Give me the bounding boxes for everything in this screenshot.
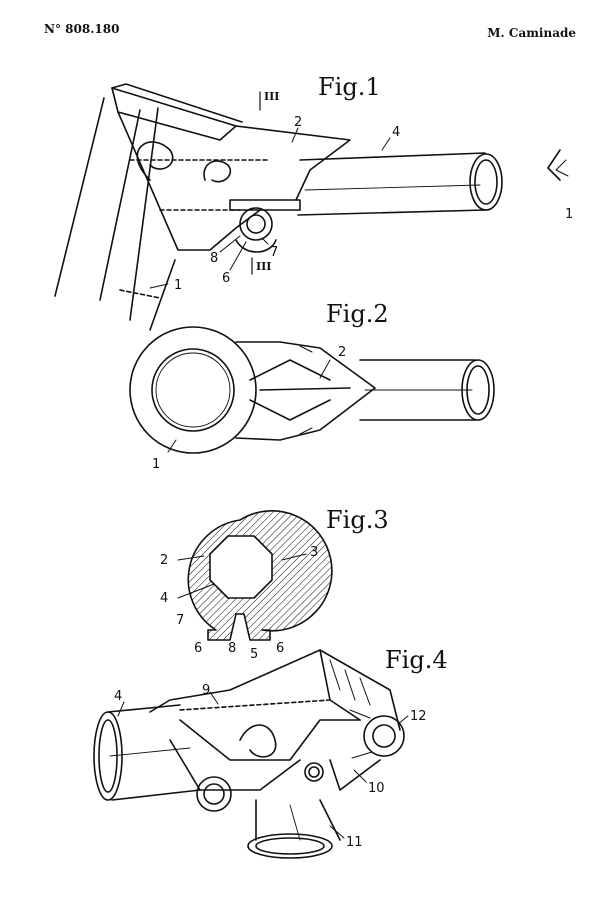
sheet-header: N° 808.180 M. Caminade xyxy=(0,0,600,60)
fig3-ref-6-left: 6 xyxy=(194,641,202,656)
fig4-ref-9: 9 xyxy=(202,683,210,698)
fig4-ref-4: 4 xyxy=(114,689,122,704)
fig4-down-tube xyxy=(247,799,341,859)
edge-fragment: 1 xyxy=(547,149,573,222)
fig2-top-tube xyxy=(359,359,495,421)
fig1-ref-8: 8 xyxy=(210,251,218,266)
inventor-name: M. Caminade xyxy=(487,26,576,40)
fig4-lug xyxy=(149,649,401,791)
fig1-lug xyxy=(111,83,351,251)
fig1-seat-tube xyxy=(54,97,176,331)
fig3-ref-7: 7 xyxy=(176,613,184,628)
fig2-ref-2: 2 xyxy=(338,345,346,360)
fig4-ref-10: 10 xyxy=(368,781,385,796)
fig4-top-tube xyxy=(93,704,201,801)
figure-4: Fig.4 xyxy=(93,646,448,859)
fig4-ref-12: 12 xyxy=(410,709,427,724)
fig2-label: Fig.2 xyxy=(326,300,389,328)
fig3-ref-8: 8 xyxy=(228,641,236,656)
fig3-ref-6-right: 6 xyxy=(276,641,284,656)
fig3-ref-3: 3 xyxy=(310,545,318,560)
fig1-top-tube xyxy=(297,152,503,216)
fig3-label: Fig.3 xyxy=(326,506,389,534)
fig1-ref-2: 2 xyxy=(294,115,302,130)
patent-number: N° 808.180 xyxy=(44,22,120,36)
fig3-ref-5: 5 xyxy=(250,647,258,662)
fig2-ref-1: 1 xyxy=(152,457,160,472)
fig1-ref-6: 6 xyxy=(222,271,230,286)
fig3-octagonal-tube xyxy=(209,535,273,599)
fig4-clamp-boss xyxy=(196,762,324,812)
fig1-ref-4: 4 xyxy=(392,125,400,140)
fig3-ref-2: 2 xyxy=(160,553,168,568)
edge-fragment-ref: 1 xyxy=(565,207,573,222)
fig1-clamp-boss xyxy=(235,207,277,253)
fig3-ref-4: 4 xyxy=(160,591,168,606)
fig4-stay-eye xyxy=(349,709,405,759)
fig1-label: Fig.1 xyxy=(318,73,381,101)
figure-2: Fig.2 2 1 xyxy=(129,300,495,472)
figure-3: Fig.3 2 3 4 7 6 8 5 6 xyxy=(160,506,389,662)
fig4-label: Fig.4 xyxy=(385,646,448,674)
fig1-ref-III-top: III xyxy=(264,90,279,103)
fig1-ref-III-bottom: III xyxy=(256,260,271,273)
fig2-seat-tube-outer xyxy=(129,326,257,454)
fig1-ref-7: 7 xyxy=(270,245,278,260)
fig2-lug xyxy=(235,341,376,441)
fig2-seat-tube-inner xyxy=(151,348,235,432)
fig1-ref-1: 1 xyxy=(174,278,182,293)
figure-1: Fig.1 xyxy=(54,73,503,331)
fig4-ref-11: 11 xyxy=(346,835,363,850)
